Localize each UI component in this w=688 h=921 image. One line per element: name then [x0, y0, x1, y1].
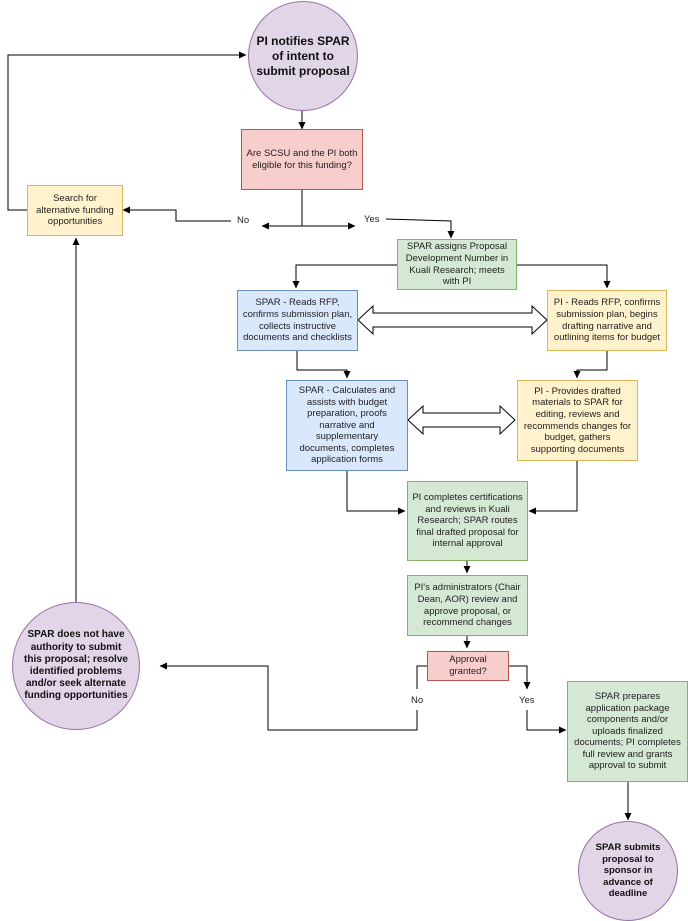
collaboration-arrow-bottom	[407, 404, 516, 436]
edge-budget-to-certifications	[346, 471, 406, 515]
eligibility-decision-text: Are SCSU and the PI both eligible for th…	[246, 147, 358, 171]
edge-assign-to-pi-reads	[516, 264, 611, 289]
edge-label-approval-no: No	[409, 695, 426, 707]
admin-review-text: PI's administrators (Chair Dean, AOR) re…	[414, 582, 521, 629]
edge-pi-reads-to-drafts	[573, 351, 608, 379]
edge-label-eligible-yes: Yes	[362, 214, 382, 226]
spar-budget-node: SPAR - Calculates and assists with budge…	[286, 380, 408, 471]
edge-approval-no	[416, 665, 427, 689]
spar-reads-rfp-text: SPAR - Reads RFP, confirms submission pl…	[242, 297, 353, 344]
pi-drafts-text: PI - Provides drafted materials to SPAR …	[523, 385, 632, 455]
edge-assign-to-spar-reads	[292, 264, 398, 289]
spar-budget-text: SPAR - Calculates and assists with budge…	[298, 384, 396, 466]
assign-number-node: SPAR assigns Proposal Development Number…	[397, 239, 517, 290]
edge-label-approval-yes: Yes	[517, 695, 537, 707]
search-alternatives-node: Search for alternative funding opportuni…	[27, 185, 123, 236]
edge-no-to-no-authority	[159, 662, 418, 731]
edge-drafts-to-certifications	[528, 461, 578, 515]
spar-prepares-node: SPAR prepares application package compon…	[567, 681, 688, 782]
approval-decision-text: Approval granted?	[449, 654, 487, 677]
start-node: PI notifies SPAR of intent to submit pro…	[248, 1, 358, 111]
edge-yes-to-assign	[385, 218, 455, 239]
eligibility-decision: Are SCSU and the PI both eligible for th…	[241, 129, 363, 190]
edge-label-eligible-no: No	[235, 215, 252, 227]
edge-no-to-search	[122, 206, 231, 222]
spar-reads-rfp-node: SPAR - Reads RFP, confirms submission pl…	[237, 290, 358, 351]
pi-certifications-node: PI completes certifications and reviews …	[407, 481, 528, 561]
spar-prepares-text: SPAR prepares application package compon…	[574, 690, 681, 772]
pi-reads-rfp-node: PI - Reads RFP, confirms submission plan…	[547, 290, 667, 351]
edge-yes-to-spar-prepares	[526, 710, 567, 734]
pi-reads-rfp-text: PI - Reads RFP, confirms submission plan…	[553, 297, 661, 344]
admin-review-node: PI's administrators (Chair Dean, AOR) re…	[407, 575, 528, 636]
start-node-text: PI notifies SPAR of intent to submit pro…	[256, 33, 350, 78]
pi-certifications-text: PI completes certifications and reviews …	[412, 492, 523, 550]
submit-text: SPAR submits proposal to sponsor in adva…	[595, 842, 661, 900]
pi-drafts-node: PI - Provides drafted materials to SPAR …	[517, 380, 638, 461]
collaboration-arrow-top	[357, 304, 548, 336]
edge-approval-yes	[509, 665, 531, 690]
approval-decision: Approval granted?	[427, 651, 509, 681]
edge-spar-reads-to-budget	[296, 351, 351, 379]
no-authority-text: SPAR does not have authority to submit t…	[24, 629, 128, 702]
assign-number-text: SPAR assigns Proposal Development Number…	[405, 241, 509, 288]
edge-search-to-start	[7, 51, 247, 211]
submit-node: SPAR submits proposal to sponsor in adva…	[578, 821, 678, 921]
search-alternatives-text: Search for alternative funding opportuni…	[36, 193, 114, 228]
no-authority-node: SPAR does not have authority to submit t…	[12, 602, 140, 730]
